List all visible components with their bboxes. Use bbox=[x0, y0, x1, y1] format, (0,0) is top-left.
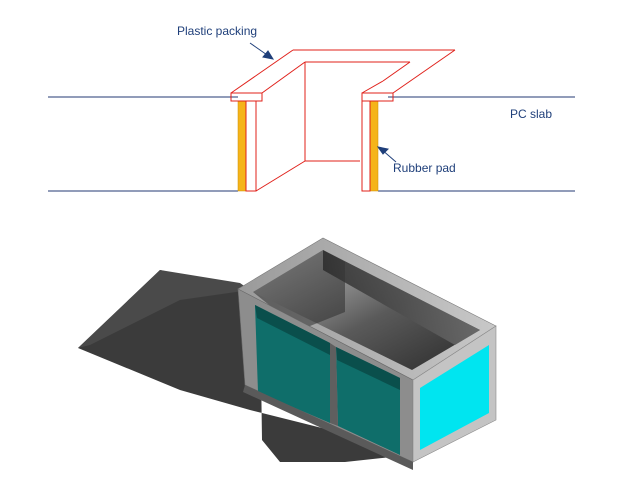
packing-left-top-edge-inner bbox=[261, 61, 306, 94]
render-3d bbox=[78, 237, 497, 470]
render-front-panel bbox=[420, 345, 489, 450]
render-panel-divider bbox=[330, 343, 338, 426]
packing-right-top-edge bbox=[392, 49, 456, 94]
rubber-pad-left bbox=[237, 100, 247, 192]
render-base-ledge bbox=[243, 385, 413, 470]
plastic-packing-arrowhead bbox=[262, 50, 275, 60]
label-arrows bbox=[249, 42, 397, 163]
packing-left-top-edge bbox=[230, 49, 294, 94]
render-side-panel-1-shade bbox=[255, 305, 330, 355]
section-diagram: Plastic packing PC slab Rubber pad bbox=[48, 24, 575, 192]
packing-right-flange bbox=[361, 92, 394, 102]
render-inner-far-wall bbox=[323, 250, 480, 345]
render-shadow-soft bbox=[78, 270, 250, 348]
render-side-panel-2-shade bbox=[336, 347, 400, 390]
packing-right-top-edge-inner bbox=[382, 61, 411, 82]
rubber-pad-label: Rubber pad bbox=[393, 161, 456, 175]
packing-left-flange bbox=[230, 92, 263, 102]
plastic-packing-label: Plastic packing bbox=[177, 24, 257, 38]
rubber-pad-right bbox=[369, 100, 379, 192]
pc-slab-label: PC slab bbox=[510, 107, 552, 121]
packing-floor-left-diag bbox=[255, 160, 306, 192]
packing-right-wall bbox=[361, 101, 371, 192]
packing-left-wall bbox=[245, 101, 257, 192]
pc-slab-lines bbox=[48, 96, 575, 192]
rubber-pad-arrowhead bbox=[376, 146, 390, 155]
plastic-packing-outline bbox=[230, 49, 456, 192]
packing-right-back-edge bbox=[361, 80, 384, 94]
